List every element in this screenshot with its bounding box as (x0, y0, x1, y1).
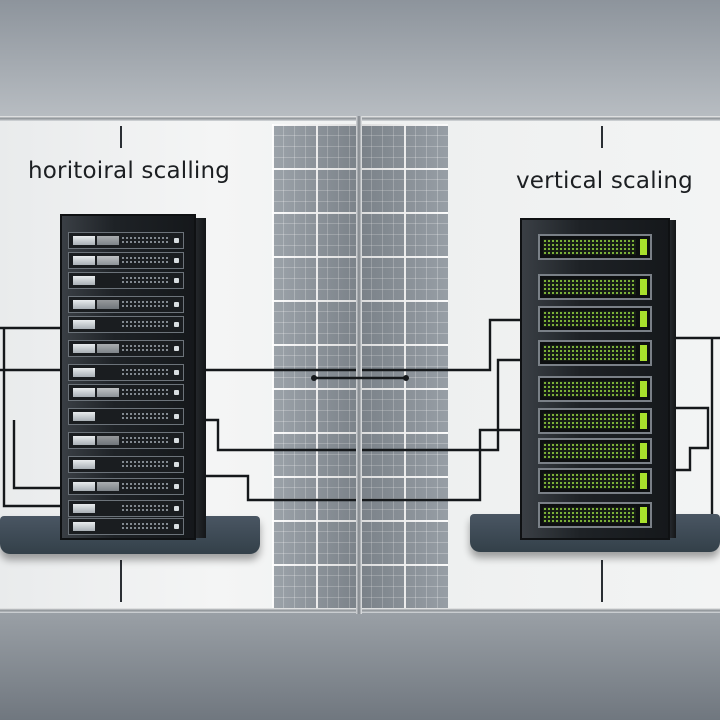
server-unit (68, 316, 184, 333)
server-unit (538, 274, 652, 300)
tick-mark (120, 126, 122, 148)
tick-mark (601, 560, 603, 602)
center-divider (356, 116, 362, 614)
server-unit (68, 232, 184, 249)
server-unit (538, 234, 652, 260)
server-unit (68, 500, 184, 517)
server-unit (68, 340, 184, 357)
tick-mark (120, 560, 122, 602)
server-unit (538, 376, 652, 402)
server-unit (538, 502, 652, 528)
right-rack-side (668, 220, 676, 538)
tick-mark (601, 126, 603, 148)
server-unit (68, 456, 184, 473)
bottom-wall-band (0, 612, 720, 720)
right-server-rack (520, 218, 670, 540)
vertical-scaling-label: vertical scaling (516, 168, 693, 194)
server-unit (68, 384, 184, 401)
server-unit (68, 364, 184, 381)
server-unit (68, 272, 184, 289)
server-unit (68, 252, 184, 269)
horizontal-scaling-label: horitoiral scalling (28, 158, 231, 184)
server-unit (538, 408, 652, 434)
server-unit (68, 296, 184, 313)
server-unit (68, 518, 184, 535)
left-server-rack (60, 214, 196, 540)
top-wall-band (0, 0, 720, 118)
server-unit (538, 438, 652, 464)
server-unit (68, 408, 184, 425)
server-unit (68, 432, 184, 449)
server-unit (538, 306, 652, 332)
server-unit (538, 468, 652, 494)
server-unit (68, 478, 184, 495)
server-unit (538, 340, 652, 366)
